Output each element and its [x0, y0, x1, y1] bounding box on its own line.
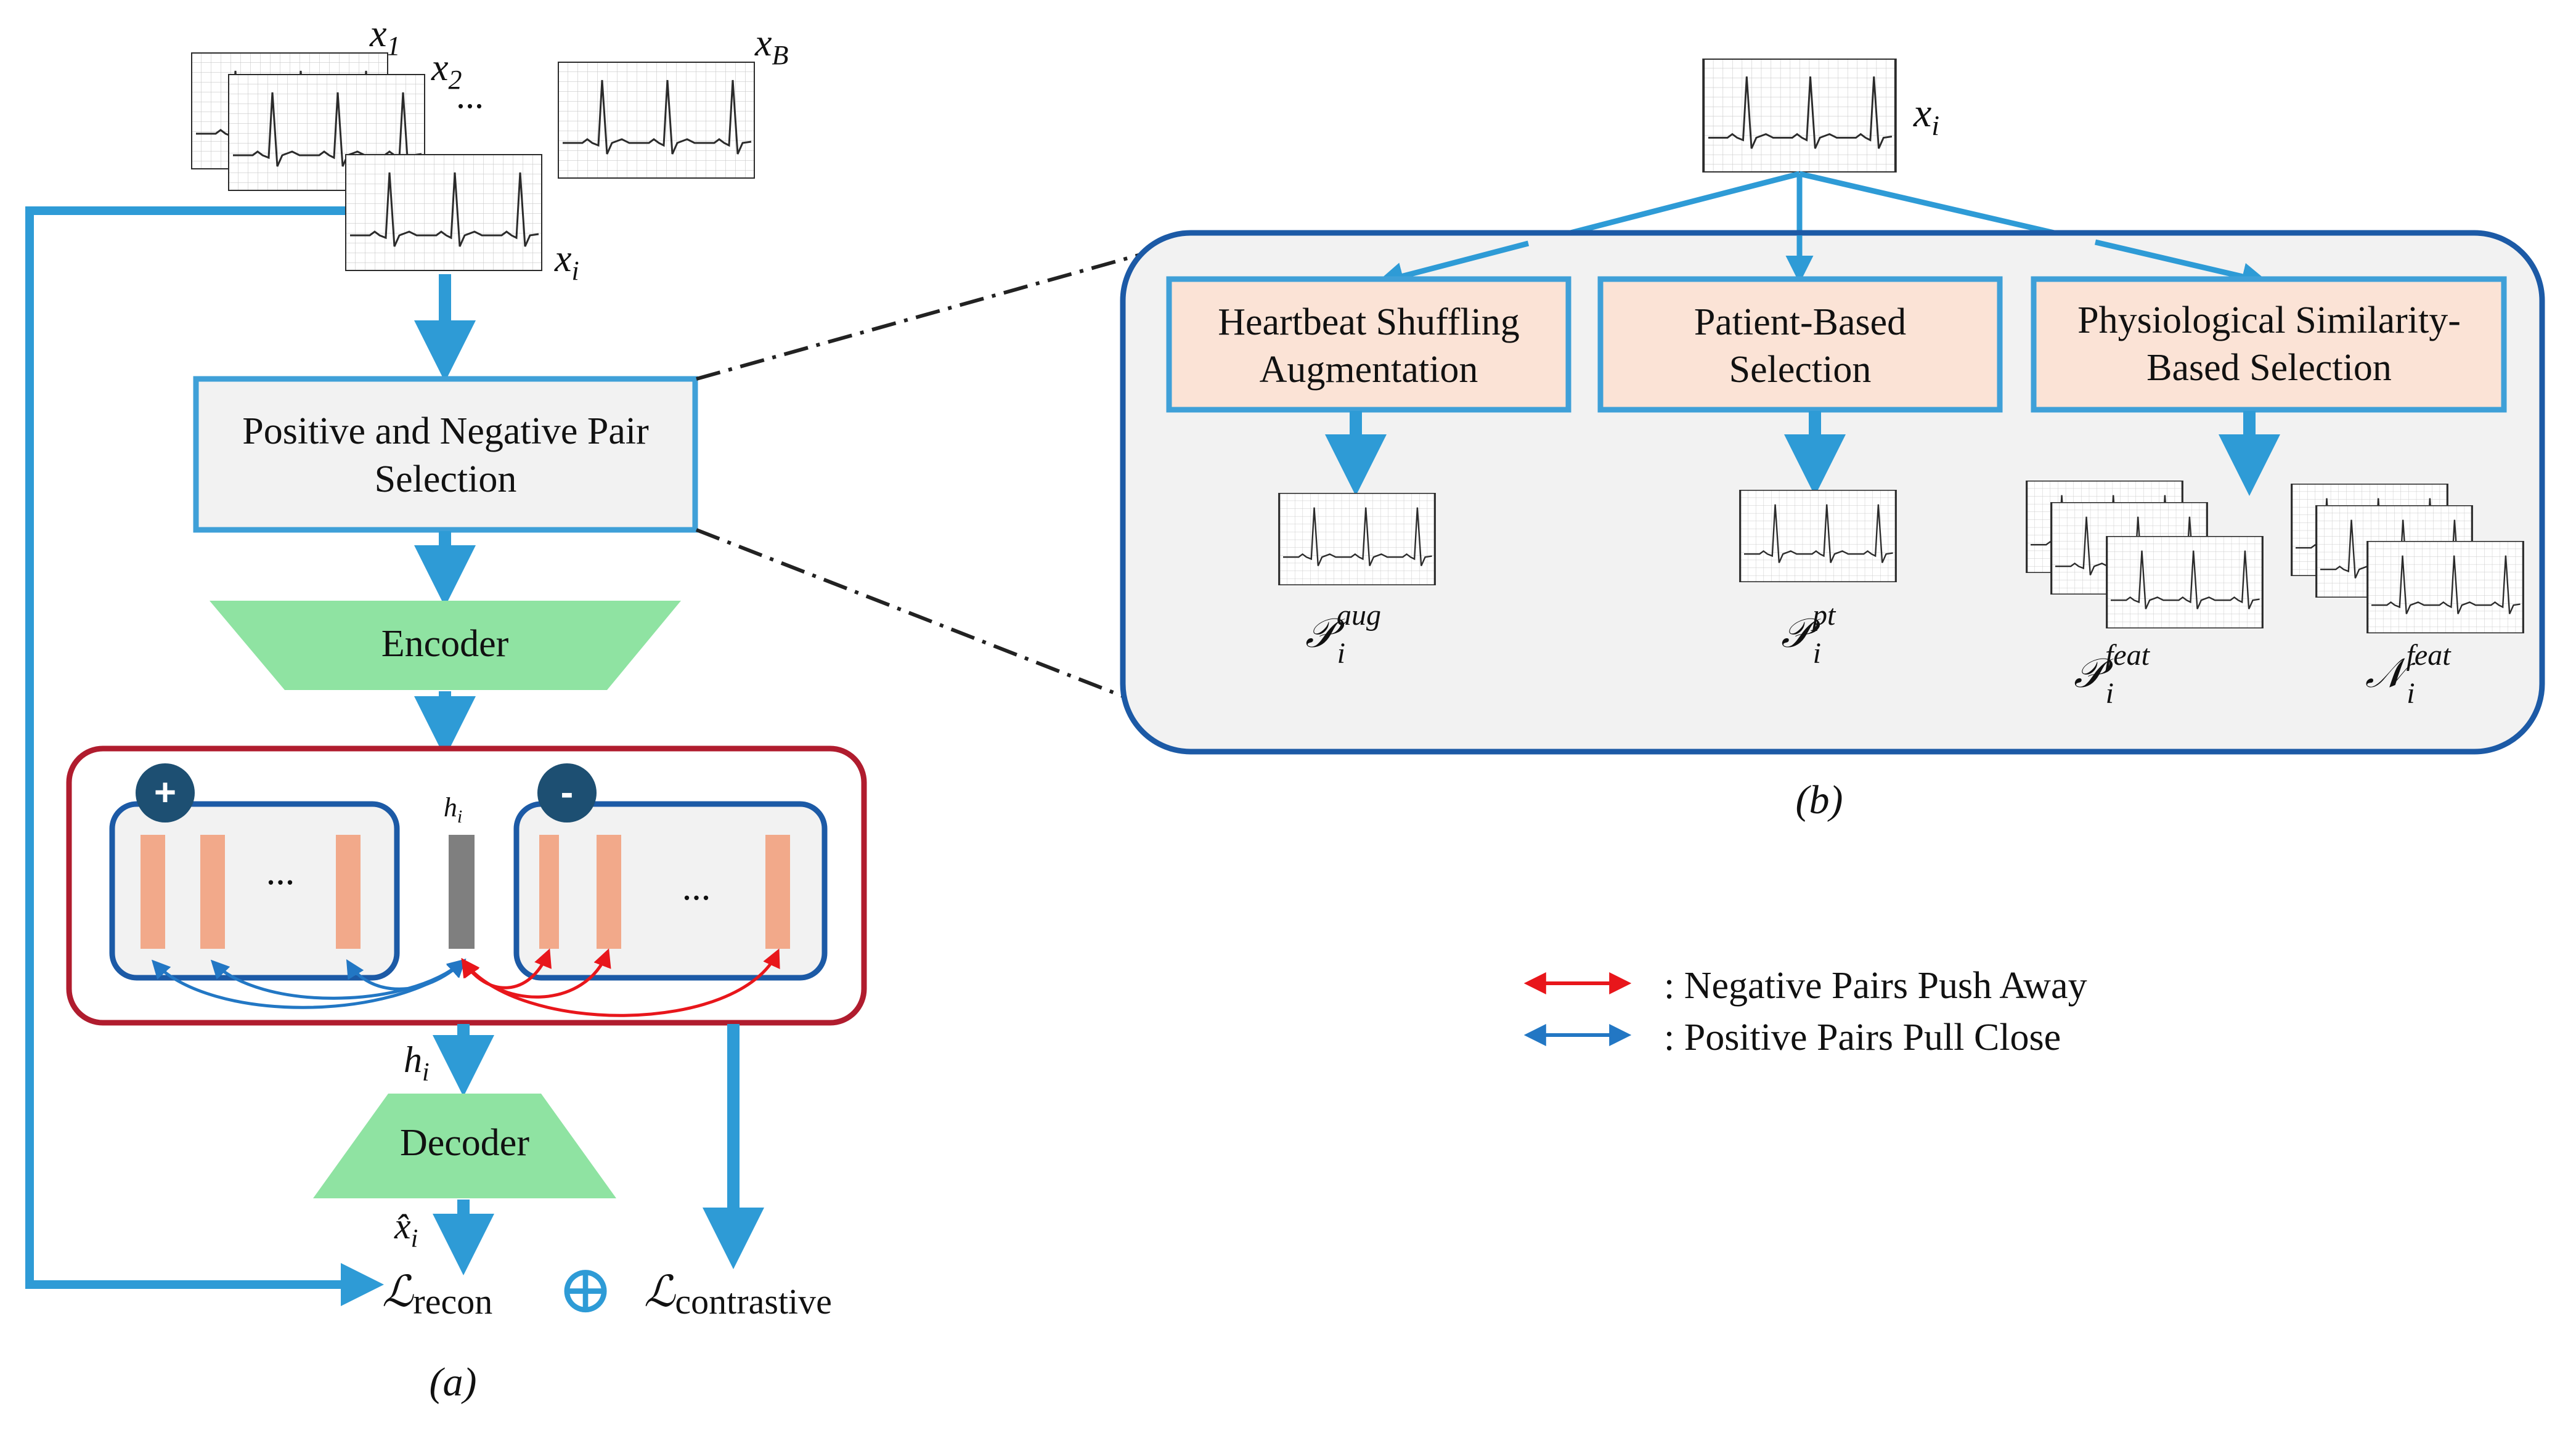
decoder-input-hi: hi — [404, 1039, 430, 1087]
ecg-thumb-p-aug — [1278, 493, 1436, 585]
dots-negative: ... — [682, 866, 711, 908]
method-box-physiological — [2031, 276, 2507, 413]
positive-embedding-bar — [141, 835, 165, 949]
ecg-thumb-n-feat — [2366, 541, 2524, 633]
zoom-connector-bottom — [695, 528, 1132, 701]
legend: : Negative Pairs Push Away : Positive Pa… — [1523, 965, 2087, 1058]
label-dots-inputs: ... — [456, 75, 484, 116]
panel-a: x1 x2 ... xB xi Positive and Negative Pa… — [25, 13, 867, 1405]
loss-recon: ℒrecon — [382, 1269, 492, 1322]
minus-badge — [537, 763, 597, 822]
ecg-thumb-p-feat — [2106, 536, 2264, 628]
pair-selection-line2: Selection — [375, 458, 517, 500]
ecg-thumb-xB — [558, 62, 755, 179]
label-x2: x2 — [431, 47, 462, 95]
arrow-tip-heartbeat — [1376, 240, 1530, 290]
loss-contrastive: ℒcontrastive — [644, 1269, 832, 1322]
encoder-block — [210, 601, 681, 690]
positive-pull-arrow — [346, 958, 467, 991]
plus-badge-label: + — [154, 771, 176, 814]
method-patient-line2: Selection — [1729, 349, 1872, 391]
ecg-thumb-input-b — [1702, 59, 1897, 173]
anchor-embedding-bar — [449, 835, 475, 949]
latent-hi-label: hi — [444, 792, 462, 827]
negative-embedding-bar — [765, 835, 790, 949]
negative-embedding-bar — [539, 835, 559, 949]
ecg-thumb-p-pt — [1739, 490, 1897, 582]
reconstruction-xhat: x̂i — [394, 1206, 418, 1253]
label-x1: x1 — [369, 13, 401, 61]
encoder-label: Encoder — [381, 623, 509, 665]
pair-selection-line1: Positive and Negative Pair — [242, 410, 649, 452]
decoder-label: Decoder — [400, 1122, 529, 1164]
method-patient-line1: Patient-Based — [1694, 301, 1906, 343]
skip-connection-arrow — [25, 206, 384, 1306]
method-physiological-line2: Based Selection — [2146, 347, 2392, 389]
legend-positive-text: : Positive Pairs Pull Close — [1664, 1017, 2061, 1058]
zoom-connector-top — [696, 252, 1144, 381]
label-xB: xB — [754, 22, 788, 70]
label-n-feat: 𝒩ifeat — [2365, 639, 2452, 710]
label-p-aug: 𝒫iaug — [1305, 599, 1381, 670]
method-box-patient-based — [1597, 276, 2003, 413]
positive-embedding-bar — [336, 835, 361, 949]
method-box-heartbeat-shuffling — [1166, 276, 1571, 413]
caption-a: (a) — [430, 1360, 477, 1405]
minus-badge-label: - — [561, 771, 574, 814]
positive-embedding-bar — [200, 835, 225, 949]
label-xi-b: xi — [1913, 91, 1939, 141]
label-xi: xi — [554, 238, 579, 286]
arrow-tip-physiological — [2094, 239, 2270, 290]
caption-b: (b) — [1796, 778, 1843, 822]
legend-negative-text: : Negative Pairs Push Away — [1664, 965, 2087, 1007]
dots-positive: ... — [266, 851, 295, 893]
negative-embedding-bar — [597, 835, 621, 949]
negative-push-arrow — [461, 948, 780, 1017]
combine-symbol: ⊕ — [557, 1252, 614, 1327]
method-physiological-line1: Physiological Similarity- — [2077, 299, 2461, 341]
ecg-thumb-xi — [345, 154, 542, 271]
decoder-block — [313, 1094, 616, 1198]
method-heartbeat-line2: Augmentation — [1260, 349, 1478, 391]
method-heartbeat-line1: Heartbeat Shuffling — [1218, 301, 1520, 343]
plus-badge — [136, 763, 195, 822]
panel-b: xi Heartbeat Shuffling Augmentation Pati… — [1120, 59, 2545, 822]
pair-selection-box — [193, 376, 698, 533]
